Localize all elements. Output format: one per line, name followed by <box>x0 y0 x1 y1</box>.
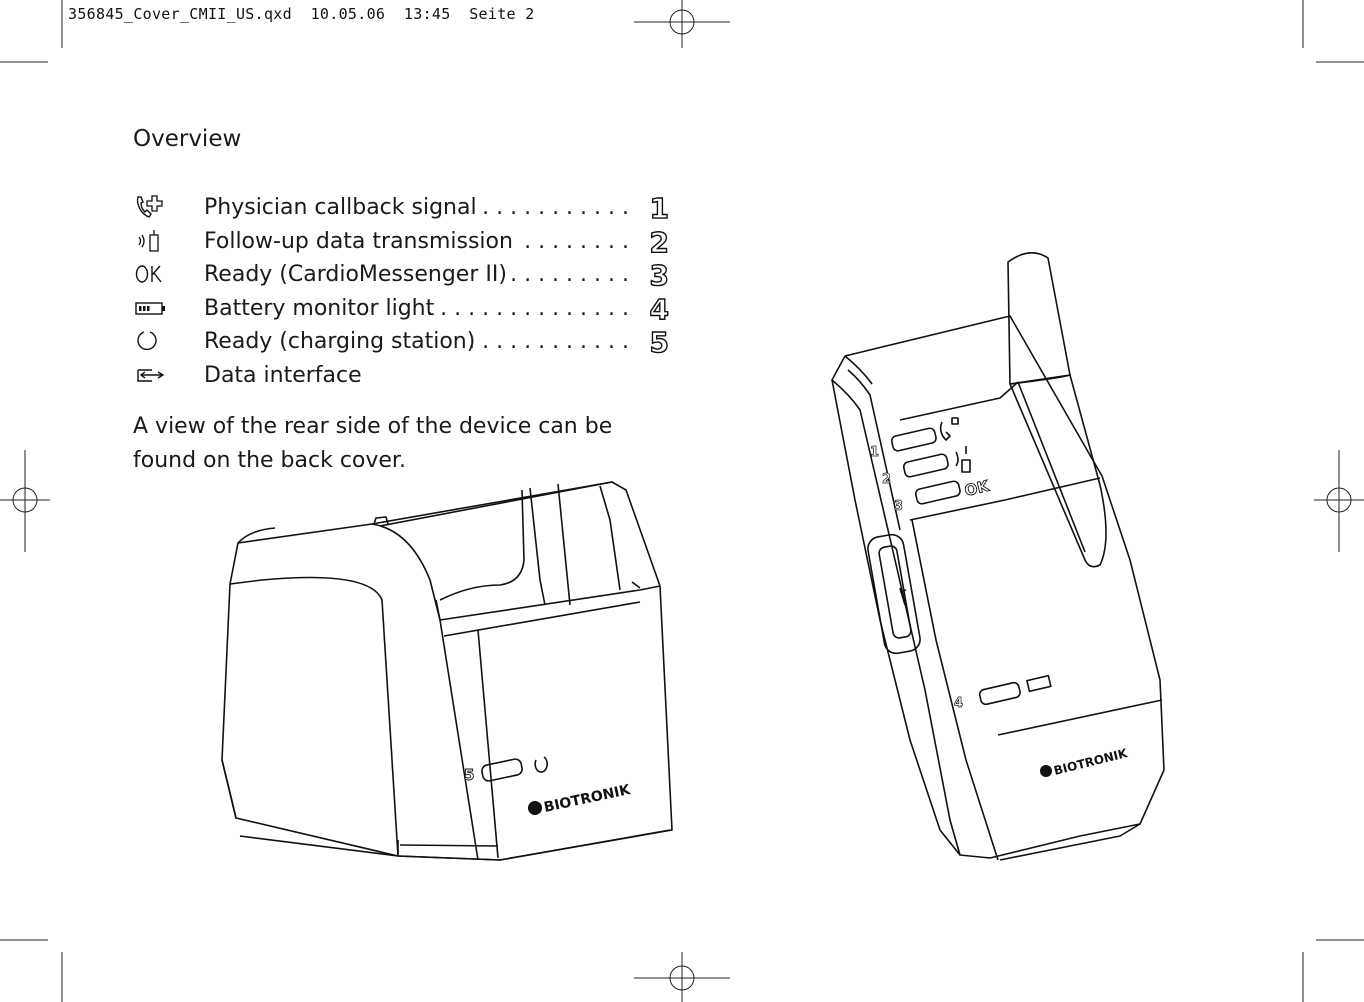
legend-row-ready-station: Ready (charging station) . . . . . . . .… <box>133 325 673 360</box>
legend-leader: . . . . . . . . . <box>503 262 629 287</box>
legend-row-callback: Physician callback signal . . . . . . . … <box>133 191 673 226</box>
legend-leader: . . . . . . . . . . . . . . . <box>419 295 629 321</box>
legend-number: 4 <box>649 292 670 326</box>
legend-label: Ready (CardioMessenger II) <box>204 262 507 287</box>
messenger-indicator-1: 1 <box>870 445 879 460</box>
legend-row-battery: Battery monitor light . . . . . . . . . … <box>133 292 673 326</box>
indicator-legend: Physician callback signal . . . . . . . … <box>133 191 673 394</box>
legend-leader: . . . . . . . . . . . <box>475 195 629 220</box>
legend-number: 3 <box>649 258 670 292</box>
legend-label: Ready (charging station) <box>204 329 476 354</box>
physician-callback-icon <box>136 195 163 218</box>
station-ready-number: 5 <box>464 766 474 784</box>
legend-number: 1 <box>649 191 670 225</box>
messenger-ok-label: OK <box>963 477 992 500</box>
legend-leader: . . . . . . . . . . . . <box>461 329 629 354</box>
battery-icon <box>135 301 165 315</box>
legend-row-data-interface: Data interface <box>133 360 673 394</box>
legend-label: Follow-up data transmission <box>204 228 513 254</box>
page-title: Overview <box>133 126 242 152</box>
messenger-indicator-3: 3 <box>894 499 903 514</box>
legend-leader: . . . . . . . . <box>517 228 629 254</box>
ok-icon <box>135 265 162 283</box>
legend-row-transmission: Follow-up data transmission . . . . . . … <box>133 225 673 259</box>
data-transmission-icon <box>138 229 159 252</box>
messenger-brand-logo: BIOTRONIK <box>1052 746 1129 778</box>
legend-label: Data interface <box>204 362 362 388</box>
rear-view-note: A view of the rear side of the device ca… <box>133 414 613 473</box>
legend-label: Battery monitor light <box>204 295 435 321</box>
legend-row-ok: Ready (CardioMessenger II) . . . . . . .… <box>133 258 673 293</box>
ready-circle-icon <box>137 331 157 351</box>
data-interface-icon <box>137 368 165 382</box>
print-slug: 356845_Cover_CMII_US.qxd 10.05.06 13:45 … <box>68 5 535 23</box>
messenger-indicator-2: 2 <box>882 472 891 487</box>
legend-label: Physician callback signal <box>204 195 477 220</box>
messenger-indicator-4: 4 <box>954 696 963 711</box>
legend-number: 2 <box>649 225 670 259</box>
legend-number: 5 <box>649 325 670 359</box>
